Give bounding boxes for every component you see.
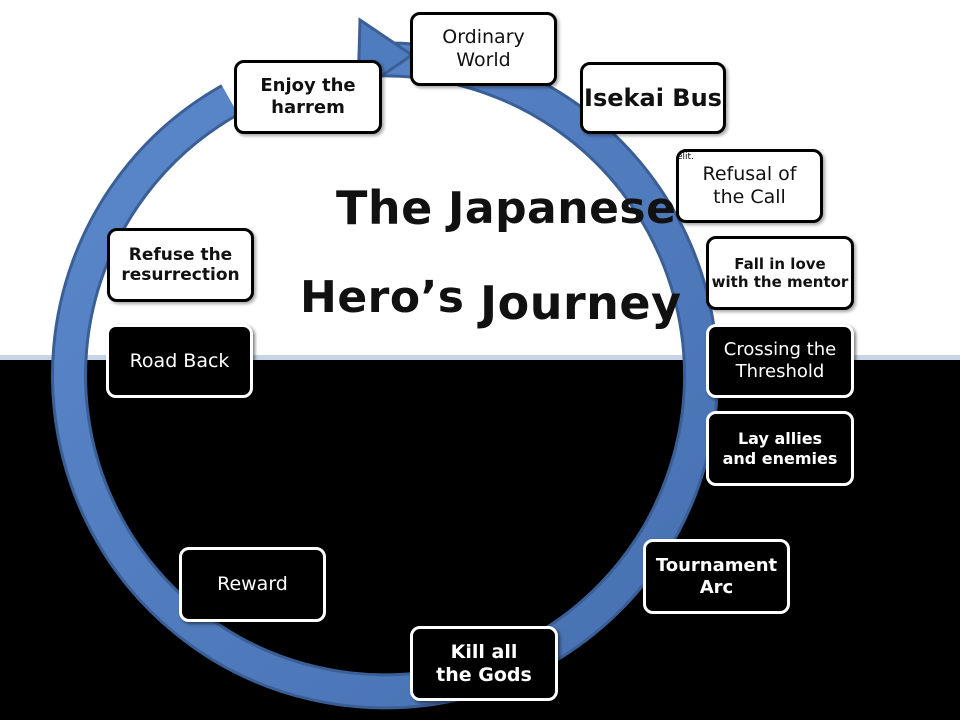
stage-road-back: Road Back [106, 324, 253, 398]
stage-label: Reward [217, 573, 288, 596]
stage-isekai-bus: Isekai Bus [580, 62, 726, 134]
stage-label: Enjoy the harrem [260, 75, 356, 118]
stage-label: Fall in love with the mentor [711, 255, 849, 291]
stage-label: Road Back [129, 349, 230, 372]
stage-crossing-the-threshold: Crossing the Threshold [706, 324, 854, 398]
stage-label: Refusal of the Call [702, 163, 797, 208]
title-word-the: The [336, 181, 433, 235]
stage-ordinary-world: Ordinary World [410, 12, 557, 86]
stage-refusal-of-the-call: Refusal of the Call [676, 149, 823, 223]
stage-label: Refuse the resurrection [121, 244, 240, 285]
title-word-japanese: Japanese [448, 183, 677, 234]
divider-line [0, 355, 960, 360]
stage-label: Crossing the Threshold [723, 339, 837, 382]
stage-tournament-arc: Tournament Arc [643, 539, 790, 614]
title-word-heros: Hero’s [300, 272, 465, 323]
stage-label: Lay allies and enemies [722, 429, 838, 468]
stage-label: Tournament Arc [655, 554, 778, 598]
stage-lay-allies-and-enemies: Lay allies and enemies [706, 411, 854, 486]
stage-label: Isekai Bus [584, 83, 722, 112]
stage-note: elit. [677, 152, 694, 162]
stage-fall-in-love-with-the-mentor: Fall in love with the mentor [706, 236, 854, 310]
stage-refuse-the-resurrection: Refuse the resurrection [107, 228, 254, 302]
title-word-journey: Journey [480, 276, 682, 330]
stage-reward: Reward [179, 547, 326, 622]
stage-label: Ordinary World [442, 26, 525, 71]
stage-label: Kill all the Gods [436, 640, 532, 686]
stage-kill-all-the-gods: Kill all the Gods [410, 626, 558, 701]
stage-enjoy-the-harrem: Enjoy the harrem [234, 60, 382, 134]
